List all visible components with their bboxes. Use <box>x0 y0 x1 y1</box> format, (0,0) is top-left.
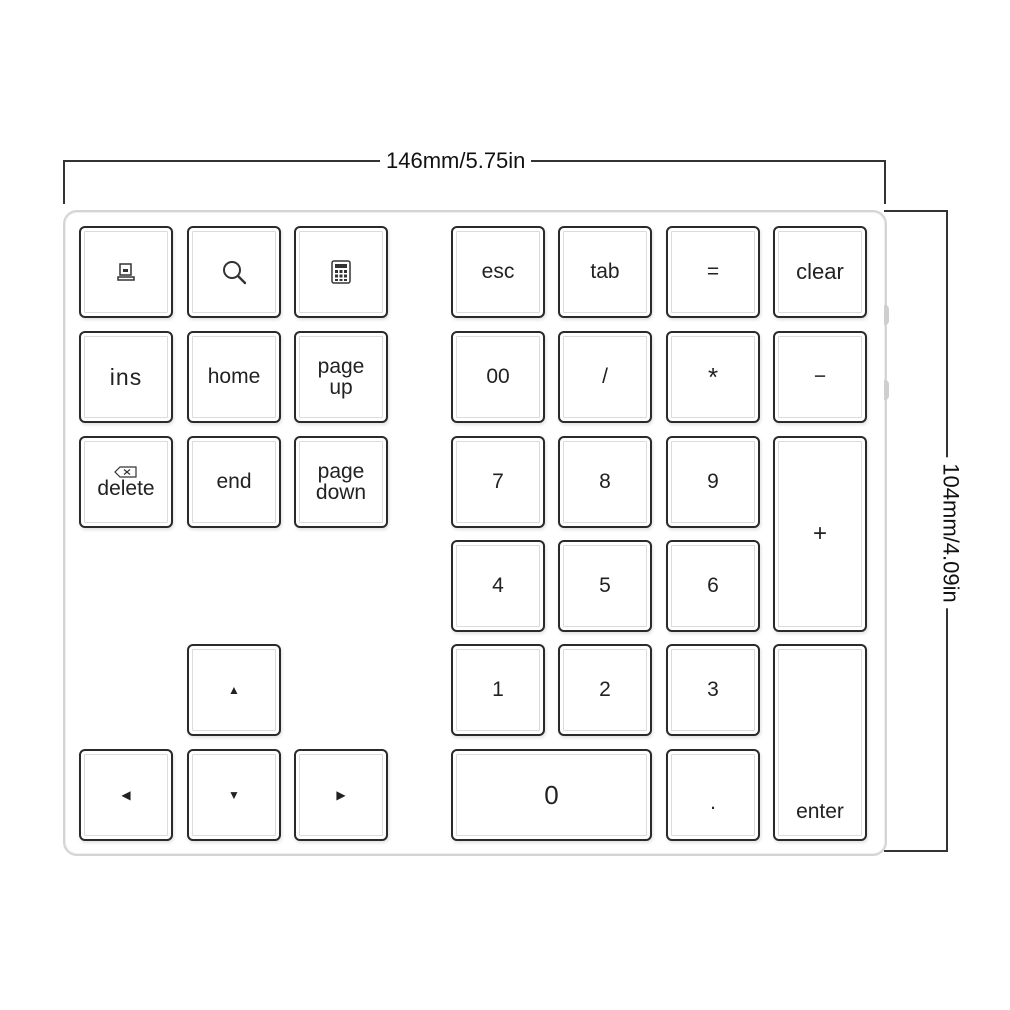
page-up-label-line1: page <box>317 355 365 378</box>
enter-key[interactable]: enter <box>773 644 867 841</box>
arrow-up-key[interactable]: ▲ <box>187 644 281 736</box>
search-icon <box>223 261 247 285</box>
screenshot-key[interactable] <box>79 226 173 318</box>
arrow-right-key[interactable]: ▶ <box>294 749 388 841</box>
arrow-left-key[interactable]: ◀ <box>79 749 173 841</box>
width-dim-left-tick <box>63 160 65 204</box>
esc-key[interactable]: esc <box>451 226 545 318</box>
page-down-label-line2: down <box>315 481 367 504</box>
four-key[interactable]: 4 <box>451 540 545 632</box>
zero-key-label: 0 <box>544 780 559 810</box>
minus-key[interactable]: − <box>773 331 867 423</box>
page-up-key[interactable]: page up <box>294 331 388 423</box>
eight-key[interactable]: 8 <box>558 436 652 528</box>
page-down-label-line1: page <box>317 460 365 483</box>
search-key[interactable] <box>187 226 281 318</box>
page-down-key[interactable]: page down <box>294 436 388 528</box>
arrow-left-icon: ◀ <box>121 788 131 802</box>
seven-key[interactable]: 7 <box>451 436 545 528</box>
divide-key[interactable]: / <box>558 331 652 423</box>
ins-key[interactable]: ins <box>79 331 173 423</box>
height-dimension-label: 104mm/4.09in <box>937 457 964 609</box>
arrow-up-icon: ▲ <box>228 683 240 697</box>
calculator-key[interactable] <box>294 226 388 318</box>
clear-key[interactable]: clear <box>773 226 867 318</box>
three-key[interactable]: 3 <box>666 644 760 736</box>
plus-key[interactable]: + <box>773 436 867 632</box>
tab-key[interactable]: tab <box>558 226 652 318</box>
height-dim-top-tick <box>884 210 948 212</box>
width-dimension-label: 146mm/5.75in <box>380 148 532 174</box>
decimal-key[interactable]: . <box>666 749 760 841</box>
zero-key[interactable]: 0 <box>451 749 652 841</box>
screenshot-icon <box>117 263 135 281</box>
side-button-lower <box>884 380 889 400</box>
calculator-icon <box>331 260 351 284</box>
multiply-key[interactable]: * <box>666 331 760 423</box>
height-dim-bottom-tick <box>884 850 948 852</box>
end-key[interactable]: end <box>187 436 281 528</box>
backspace-icon <box>114 465 137 478</box>
five-key[interactable]: 5 <box>558 540 652 632</box>
delete-label: delete <box>97 476 155 500</box>
arrow-down-key[interactable]: ▼ <box>187 749 281 841</box>
arrow-right-icon: ▶ <box>336 788 346 802</box>
two-key[interactable]: 2 <box>558 644 652 736</box>
arrow-down-icon: ▼ <box>228 788 240 802</box>
delete-key[interactable]: delete <box>79 436 173 528</box>
one-key[interactable]: 1 <box>451 644 545 736</box>
double-zero-key[interactable]: 00 <box>451 331 545 423</box>
equals-key[interactable]: = <box>666 226 760 318</box>
nine-key[interactable]: 9 <box>666 436 760 528</box>
home-key[interactable]: home <box>187 331 281 423</box>
width-dim-right-tick <box>884 160 886 204</box>
side-button-upper <box>884 305 889 325</box>
page-up-label-line2: up <box>329 376 353 399</box>
six-key[interactable]: 6 <box>666 540 760 632</box>
